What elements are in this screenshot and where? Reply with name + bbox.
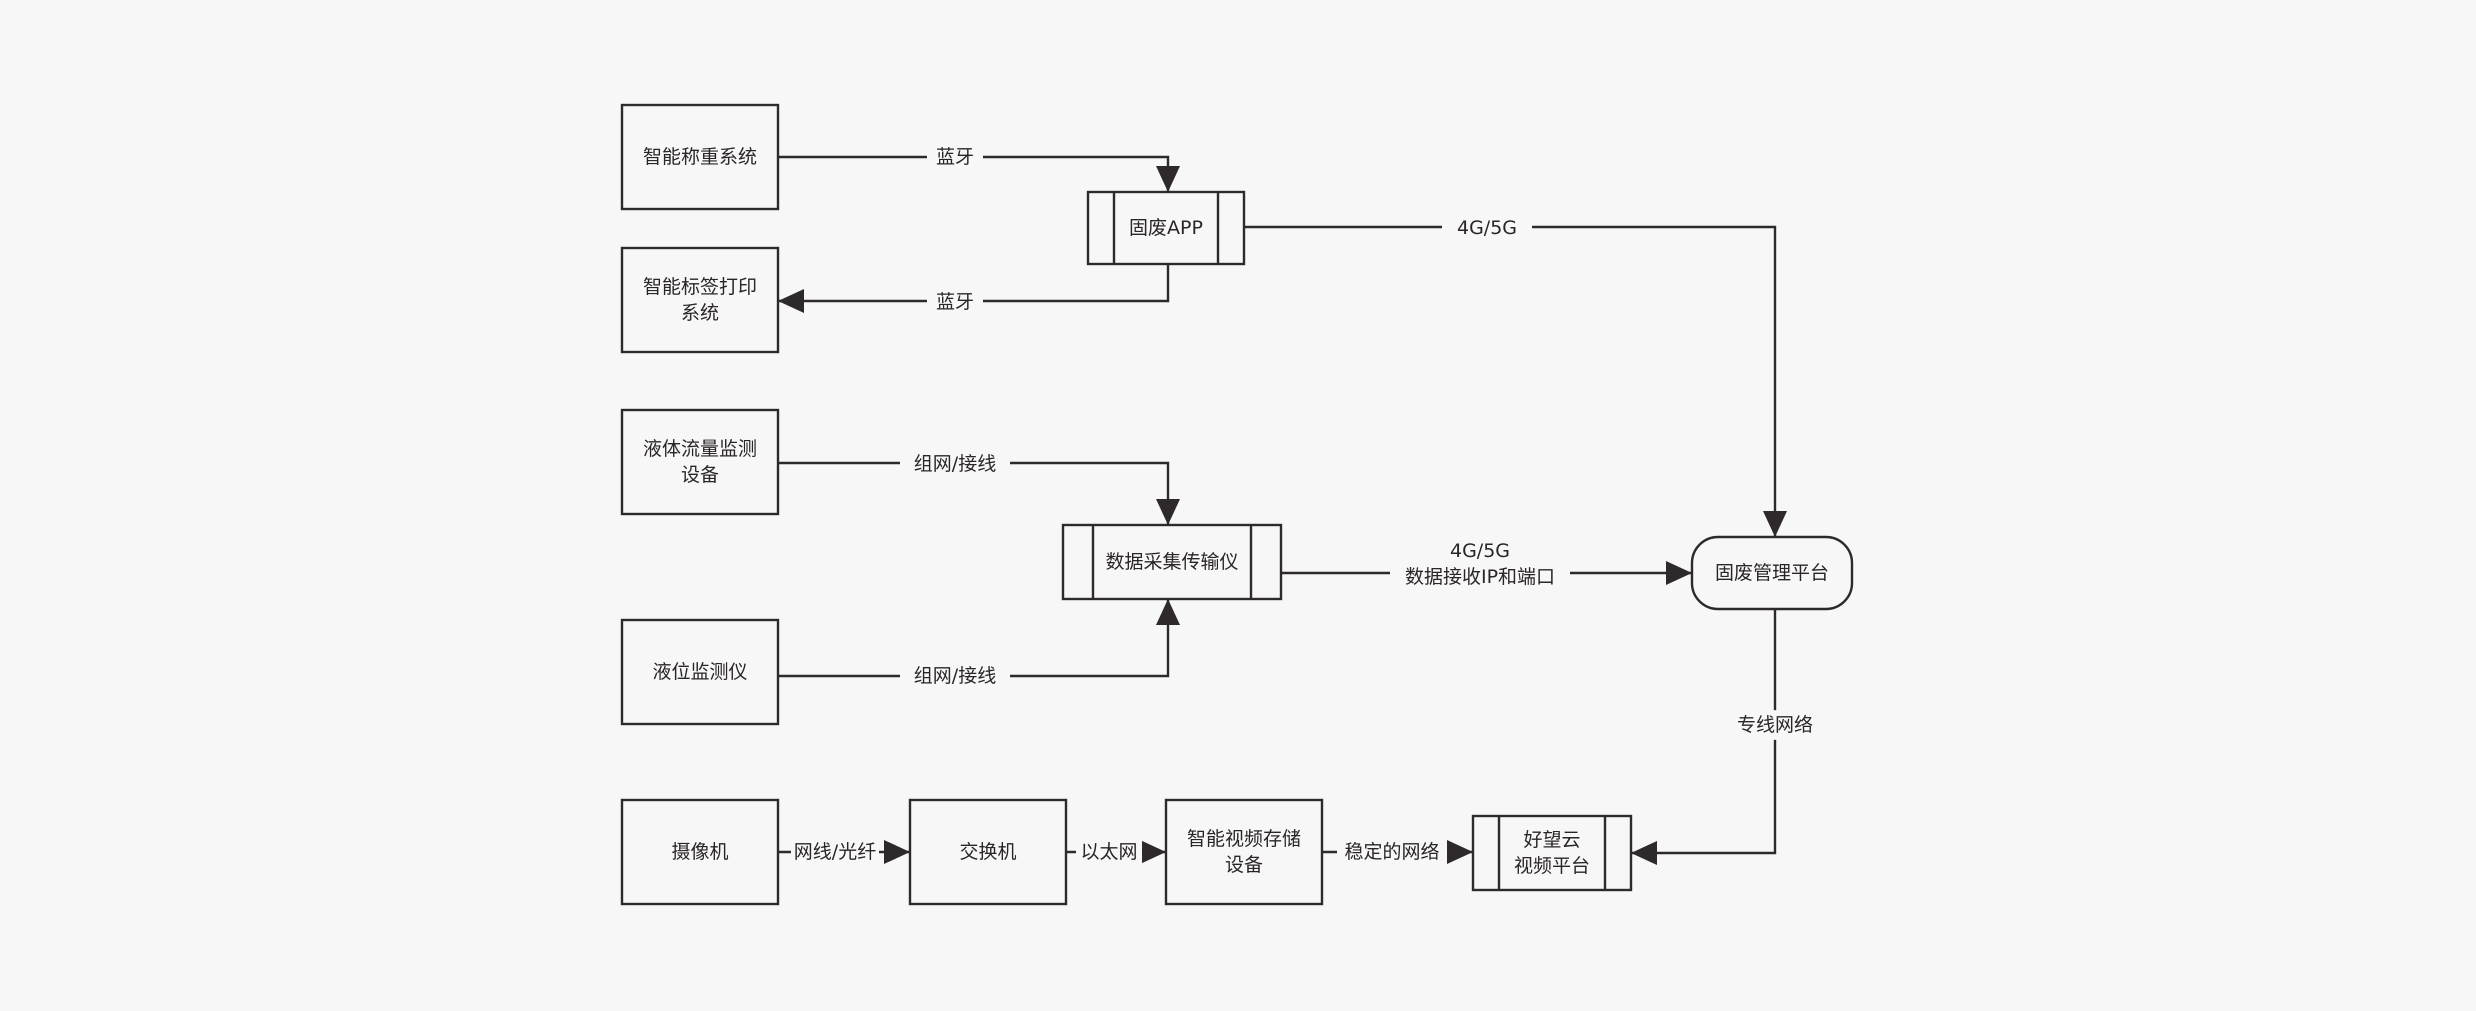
node-switch: 交换机 xyxy=(908,798,1068,906)
node-app: 固废APP xyxy=(1086,190,1246,266)
edge-label-ethernet-bg xyxy=(1076,837,1142,867)
node-label-text-1: 摄像机 xyxy=(671,841,728,863)
node-label-text-2: 设备 xyxy=(1225,854,1263,876)
edge-label-bluetooth-out-text-1: 蓝牙 xyxy=(936,291,974,313)
edge-label-app-4g-text-1: 4G/5G xyxy=(1457,217,1517,239)
node-label: 摄像机 xyxy=(671,841,728,863)
node-shape xyxy=(620,618,780,726)
edge-label-stable-network: 稳定的网络 xyxy=(1337,837,1447,867)
node-shape xyxy=(620,798,780,906)
node-label-text-2: 系统 xyxy=(681,302,719,324)
node-label-text-1: 好望云 xyxy=(1523,829,1580,851)
edge-label-flow-network-bg xyxy=(900,449,1010,479)
node-label-text-1: 数据采集传输仪 xyxy=(1105,551,1238,573)
edge-label-level-network: 组网/接线 xyxy=(900,661,1010,691)
node-label: 智能称重系统 xyxy=(643,146,757,168)
node-label: 数据采集传输仪 xyxy=(1105,551,1238,573)
edge-label-dedicated-line-bg xyxy=(1720,710,1830,740)
arrowhead xyxy=(778,289,804,313)
arrowhead xyxy=(1447,840,1473,864)
edge-line xyxy=(1631,609,1777,855)
edge-label-app-4g-bg xyxy=(1442,213,1532,243)
edge-label-bluetooth-in-bg xyxy=(927,142,983,172)
node-label: 固废APP xyxy=(1129,217,1203,239)
node-shape xyxy=(620,246,780,354)
edge-label-transmitter-4g-text-1: 4G/5G xyxy=(1450,540,1510,562)
edge-label-flow-network: 组网/接线 xyxy=(900,449,1010,479)
edge-label-app-4g: 4G/5G xyxy=(1442,213,1532,243)
node-label-text-1: 智能称重系统 xyxy=(643,146,757,168)
node-shape xyxy=(1061,523,1283,601)
edge-label-transmitter-4g-text-2: 数据接收IP和端口 xyxy=(1405,566,1555,588)
node-shape xyxy=(620,103,780,211)
edge-label-dedicated-line-text-1: 专线网络 xyxy=(1737,714,1813,736)
node-shape xyxy=(908,798,1068,906)
node-label-text-1: 液体流量监测 xyxy=(643,438,757,460)
arrowhead xyxy=(1666,561,1692,585)
node-label: 固废管理平台 xyxy=(1715,562,1829,584)
node-platform: 固废管理平台 xyxy=(1690,535,1854,611)
connector-layer xyxy=(778,155,1787,865)
node-label-text-1: 液位监测仪 xyxy=(652,661,747,683)
node-label-text-1: 智能视频存储 xyxy=(1187,828,1301,850)
arrowhead xyxy=(1156,499,1180,525)
edge-label-stable-network-text-1: 稳定的网络 xyxy=(1344,841,1439,863)
edge-label-camera-cable: 网线/光纤 xyxy=(791,837,879,867)
node-data-transmitter: 数据采集传输仪 xyxy=(1061,523,1283,601)
node-camera: 摄像机 xyxy=(620,798,780,906)
edge-dedicated-line xyxy=(1631,609,1777,865)
edge-bluetooth-in xyxy=(778,155,1180,192)
edge-bluetooth-out xyxy=(778,264,1170,313)
edge-label-level-network-bg xyxy=(900,661,1010,691)
edge-label-level-network-text-1: 组网/接线 xyxy=(914,665,996,687)
node-label: 液位监测仪 xyxy=(652,661,747,683)
node-shape xyxy=(1690,535,1854,611)
node-shape xyxy=(620,408,780,516)
node-label: 交换机 xyxy=(959,841,1016,863)
arrowhead xyxy=(1763,511,1787,537)
arrowhead xyxy=(1140,840,1166,864)
arrowhead xyxy=(884,840,910,864)
arrowhead xyxy=(1631,841,1657,865)
edge-label-bluetooth-out: 蓝牙 xyxy=(927,287,983,317)
arrowhead xyxy=(1156,166,1180,192)
node-layer: 智能称重系统智能标签打印系统液体流量监测设备液位监测仪摄像机固废APP数据采集传… xyxy=(620,103,1854,906)
edge-label-camera-cable-text-1: 网线/光纤 xyxy=(794,841,876,863)
node-label-text-1: 智能标签打印 xyxy=(643,276,757,298)
node-label-text-2: 视频平台 xyxy=(1514,855,1590,877)
node-smart-weighing: 智能称重系统 xyxy=(620,103,780,211)
node-shape xyxy=(1471,814,1633,892)
edge-label-transmitter-4g: 4G/5G 数据接收IP和端口 xyxy=(1390,536,1570,592)
edge-label-dedicated-line: 专线网络 xyxy=(1720,710,1830,740)
node-label-text-2: 设备 xyxy=(681,464,719,486)
edge-label-bluetooth-out-bg xyxy=(927,287,983,317)
edge-app-4g xyxy=(1244,225,1787,537)
edge-label-camera-cable-bg xyxy=(791,837,879,867)
edge-label-transmitter-4g-bg xyxy=(1390,536,1570,592)
edge-line xyxy=(778,264,1170,303)
edge-label-stable-network-bg xyxy=(1337,837,1447,867)
edge-label-flow-network-text-1: 组网/接线 xyxy=(914,453,996,475)
arrowhead xyxy=(1156,599,1180,625)
node-label-text-1: 交换机 xyxy=(959,841,1016,863)
edge-line xyxy=(1244,225,1777,537)
edge-label-layer: 蓝牙蓝牙4G/5G组网/接线组网/接线4G/5G数据接收IP和端口专线网络网线/… xyxy=(791,142,1830,867)
edge-label-ethernet: 以太网 xyxy=(1076,837,1142,867)
edge-label-bluetooth-in: 蓝牙 xyxy=(927,142,983,172)
node-shape xyxy=(1164,798,1324,906)
node-label-text-1: 固废APP xyxy=(1129,217,1203,239)
edge-label-bluetooth-in-text-1: 蓝牙 xyxy=(936,146,974,168)
node-label-text-1: 固废管理平台 xyxy=(1715,562,1829,584)
edge-label-ethernet-text-1: 以太网 xyxy=(1080,841,1137,863)
node-level-monitor: 液位监测仪 xyxy=(620,618,780,726)
